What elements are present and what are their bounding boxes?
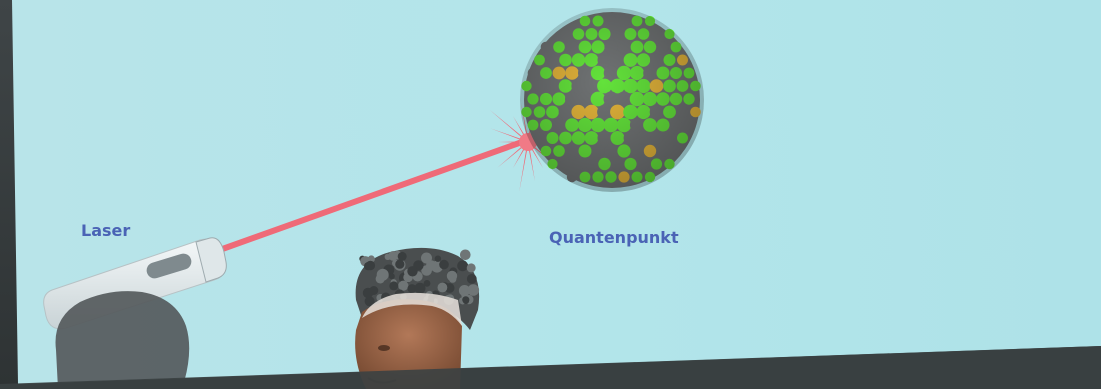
laser-label: Laser [81,221,131,240]
projection-screen [12,0,1101,384]
head-shadow [55,291,190,384]
quantum-dot-label: Quantenpunkt [549,228,679,247]
screen-bottom-edge [0,346,1101,389]
person [355,247,480,389]
quantum-dot-sphere [520,8,704,192]
person-face [355,299,462,389]
laser-beam [211,139,525,255]
